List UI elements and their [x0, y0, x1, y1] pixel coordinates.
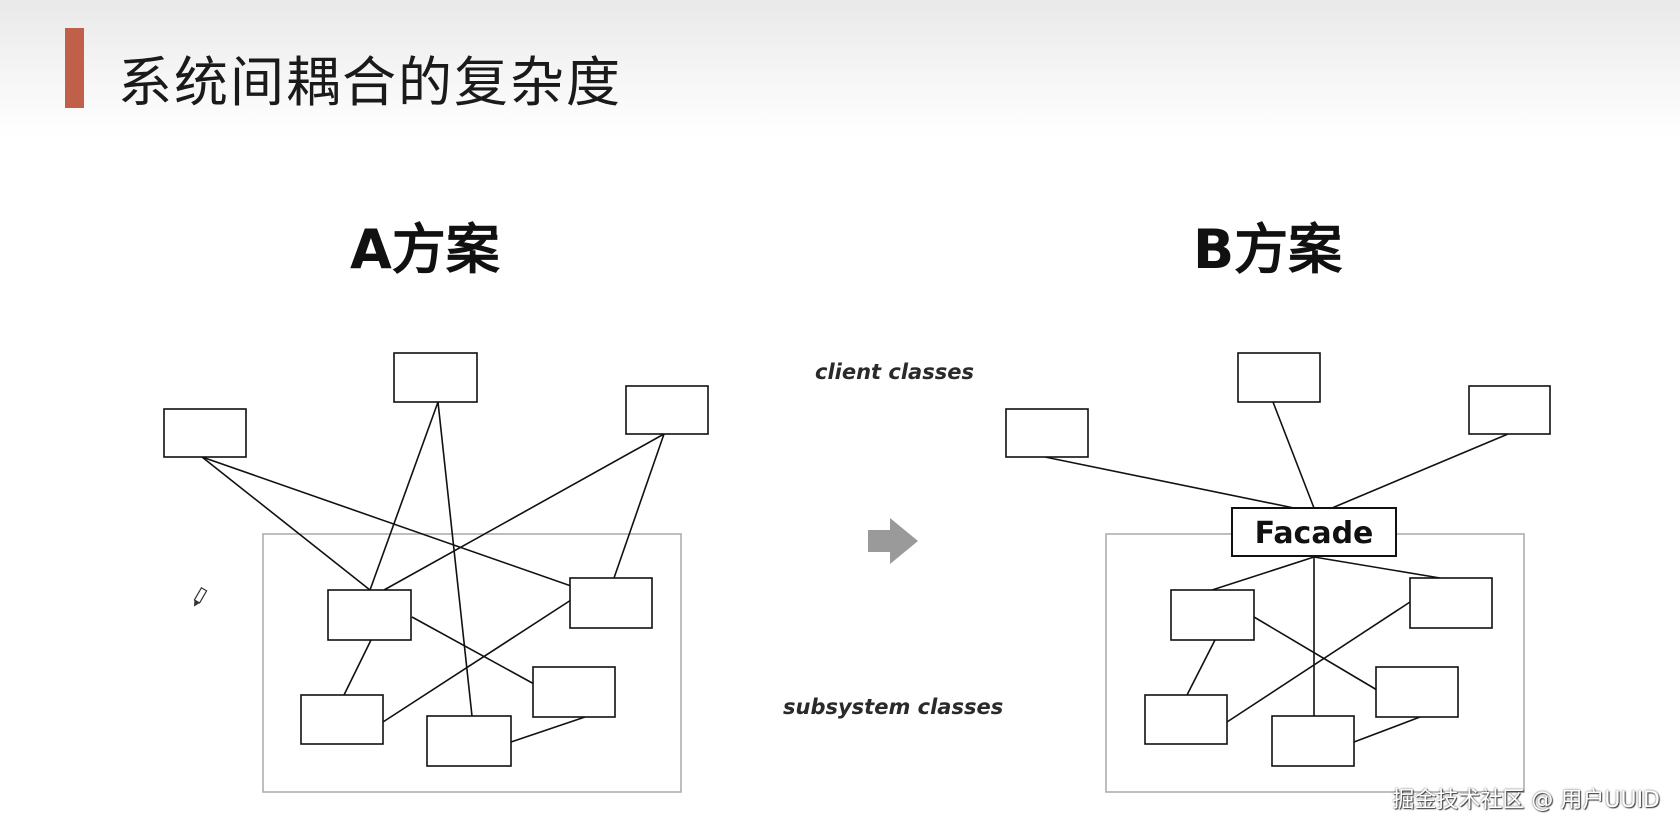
connection-line: [1044, 456, 1295, 509]
connection-line: [1353, 716, 1421, 743]
facade-label: Facade: [1255, 516, 1374, 551]
scheme-a-subsystem-boundary: [262, 533, 682, 793]
client-class-box: [1468, 385, 1551, 435]
subsystem-class-box: [1409, 577, 1493, 629]
connection-line: [369, 401, 439, 591]
slide-title: 系统间耦合的复杂度: [118, 51, 622, 114]
connection-line: [1211, 556, 1315, 591]
subsystem-class-box: [327, 589, 412, 641]
connection-line: [343, 637, 373, 696]
connection-line: [437, 401, 473, 717]
client-class-box: [163, 408, 247, 458]
subsystem-classes-label: subsystem classes: [783, 695, 1004, 719]
client-class-box: [393, 352, 478, 403]
subsystem-class-box: [1375, 666, 1459, 718]
connection-line: [1272, 401, 1315, 509]
connection-line: [510, 716, 586, 743]
subsystem-class-box: [569, 577, 653, 629]
client-classes-label: client classes: [815, 360, 974, 384]
client-class-box: [1005, 408, 1089, 458]
right-arrow-icon: [868, 518, 918, 564]
header-band: [0, 0, 1680, 140]
scheme-a-title: A方案: [350, 218, 500, 281]
scheme-b-diagram: Facade: [1005, 352, 1551, 793]
client-class-box: [625, 385, 709, 435]
client-class-box: [1237, 352, 1321, 403]
facade-box: Facade: [1231, 507, 1397, 557]
subsystem-class-box: [1170, 589, 1255, 641]
scheme-b-title: B方案: [1193, 218, 1343, 281]
subsystem-class-box: [300, 694, 384, 745]
scheme-b-connections: [1044, 401, 1509, 743]
connection-line: [1186, 639, 1216, 696]
connection-line: [1253, 616, 1378, 691]
connection-line: [1226, 601, 1411, 723]
watermark: 掘金技术社区 @ 用户UUID: [1392, 788, 1660, 813]
scheme-a-diagram: [163, 352, 709, 793]
connection-line: [383, 433, 665, 591]
connection-line: [1313, 556, 1441, 579]
subsystem-class-box: [532, 666, 616, 718]
scheme-b-boxes: [1005, 352, 1551, 767]
subsystem-class-box: [426, 715, 512, 767]
connection-line: [382, 599, 572, 723]
connection-line: [1331, 433, 1509, 509]
subsystem-class-box: [1144, 694, 1228, 745]
title-accent-bar: [65, 28, 84, 108]
connection-line: [411, 616, 546, 691]
connection-line: [613, 433, 665, 579]
scheme-a-connections: [201, 401, 665, 743]
connection-line: [201, 456, 371, 591]
pencil-cursor-icon: [193, 587, 208, 607]
subsystem-class-box: [1271, 715, 1355, 767]
scheme-a-boxes: [163, 352, 709, 767]
connection-line: [201, 456, 615, 602]
